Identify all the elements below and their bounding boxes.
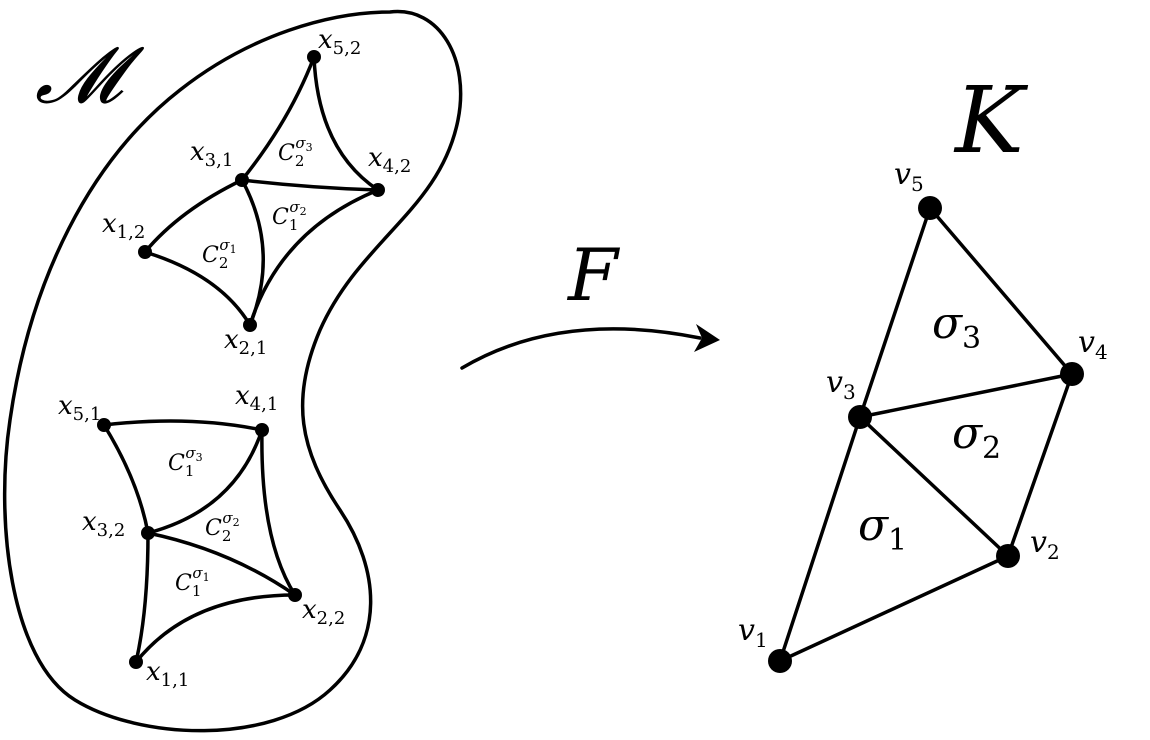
simplicial-complex: K v1 v2 v3 v4 v5 σ1 σ2 σ3 (738, 67, 1108, 673)
label-x51: x5,1 (58, 391, 101, 425)
edge-x52-x31 (240, 55, 316, 182)
edge-x31-x12 (143, 178, 244, 254)
label-v3: v3 (826, 365, 856, 404)
cell-upper-sigma2: C1σ2 (272, 198, 307, 234)
vertex-x31 (235, 173, 249, 187)
cell-lower-sigma3: C1σ3 (168, 444, 203, 480)
edge-v3-v4 (858, 372, 1074, 419)
arrow-shaft (460, 327, 702, 370)
map-arrow: F (460, 233, 720, 370)
edge-v1-v3 (778, 415, 862, 663)
edge-x31-x42 (240, 178, 380, 192)
vertex-x42 (371, 183, 385, 197)
simplex-sigma3: σ3 (932, 298, 981, 356)
arrow-head (694, 324, 720, 352)
edge-v3-v5 (858, 206, 932, 419)
vertex-x41 (255, 423, 269, 437)
vertex-x51 (97, 418, 111, 432)
label-v1: v1 (738, 613, 768, 652)
label-v4: v4 (1078, 325, 1108, 364)
edge-x42-x21 (248, 188, 380, 327)
upper-patch: x5,2 x3,1 x4,2 x1,2 x2,1 C2σ3 C1σ2 C2σ1 (102, 25, 411, 359)
simplex-sigma1: σ1 (858, 500, 907, 558)
edge-x51-x41 (102, 419, 264, 432)
edge-x22-x11 (134, 593, 297, 664)
manifold-label: 𝓜 (35, 31, 145, 121)
edge-x31-x21 (240, 178, 265, 327)
edge-v2-v4 (1006, 372, 1074, 558)
lower-patch: x5,1 x4,1 x3,2 x2,2 x1,1 C1σ3 C2σ2 C1σ1 (58, 381, 345, 691)
edge-x12-x21 (143, 250, 252, 327)
edge-x41-x32 (146, 428, 264, 535)
complex-label: K (953, 67, 1029, 174)
vertex-x21 (243, 318, 257, 332)
vertex-x11 (129, 655, 143, 669)
label-x52: x5,2 (318, 25, 361, 59)
edge-x51-x32 (102, 423, 150, 535)
edge-v1-v2 (778, 554, 1010, 663)
label-x32: x3,2 (82, 507, 125, 541)
edge-x41-x22 (260, 428, 297, 597)
cell-upper-sigma3: C2σ3 (278, 134, 313, 170)
label-x42: x4,2 (368, 143, 411, 177)
vertex-x22 (288, 588, 302, 602)
simplex-sigma2: σ2 (952, 408, 1001, 466)
edge-x52-x42 (312, 55, 380, 192)
vertex-v3 (848, 405, 872, 429)
edge-v5-v4 (928, 206, 1074, 376)
edge-x32-x22 (146, 531, 297, 597)
label-x22: x2,2 (302, 595, 345, 629)
vertex-v4 (1060, 362, 1084, 386)
label-v5: v5 (894, 157, 924, 196)
label-x21: x2,1 (224, 325, 267, 359)
cell-upper-sigma1: C2σ1 (202, 236, 237, 272)
cell-lower-sigma1: C1σ1 (175, 564, 210, 600)
vertex-x52 (307, 50, 321, 64)
label-x11: x1,1 (146, 657, 189, 691)
label-x31: x3,1 (190, 137, 233, 171)
label-v2: v2 (1030, 525, 1060, 564)
vertex-v2 (996, 544, 1020, 568)
edge-v3-v2 (858, 415, 1010, 558)
vertex-x32 (141, 526, 155, 540)
vertex-x12 (138, 245, 152, 259)
cell-lower-sigma2: C2σ2 (205, 509, 240, 545)
map-label: F (566, 233, 621, 317)
vertex-v5 (918, 196, 942, 220)
vertex-v1 (768, 649, 792, 673)
manifold-boundary (2, 9, 463, 733)
edge-x32-x11 (134, 531, 150, 664)
label-x12: x1,2 (102, 209, 145, 243)
label-x41: x4,1 (235, 381, 278, 415)
